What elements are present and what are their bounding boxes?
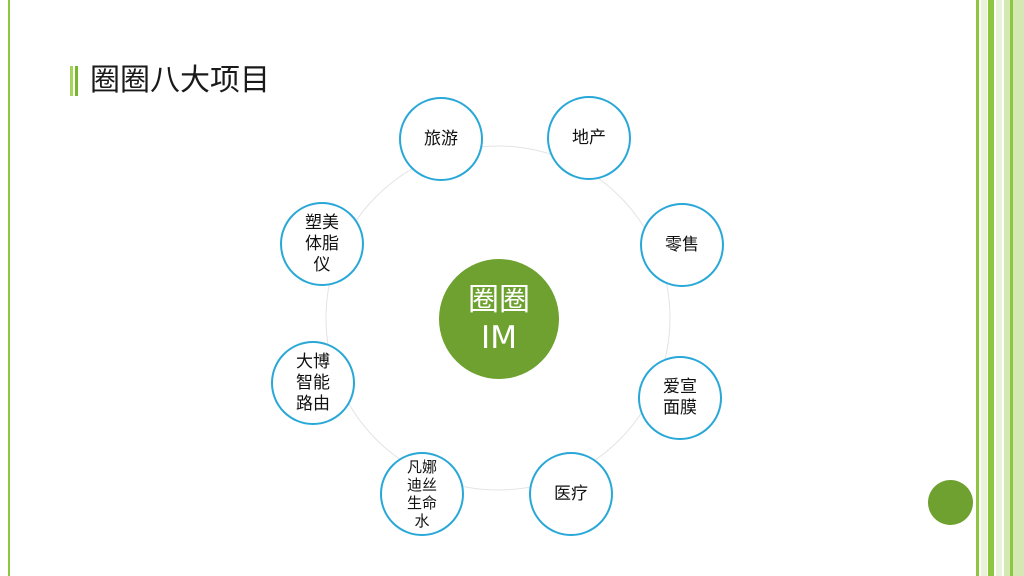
right-stripe bbox=[981, 0, 987, 576]
title-accent-bar bbox=[70, 66, 79, 96]
node-label: 大博智能路由 bbox=[296, 351, 330, 414]
right-stripe bbox=[988, 0, 994, 576]
node-dichan: 地产 bbox=[547, 96, 631, 180]
right-stripe bbox=[996, 0, 1002, 576]
node-label: 凡娜迪丝生命水 bbox=[406, 458, 437, 530]
node-lingshou: 零售 bbox=[640, 203, 724, 287]
node-lvyou: 旅游 bbox=[399, 97, 483, 181]
hub-subtitle: IM bbox=[481, 320, 517, 356]
right-stripe bbox=[976, 0, 979, 576]
left-frame-line bbox=[8, 0, 10, 576]
right-stripe bbox=[1010, 0, 1013, 576]
slide-title: 圈圈八大项目 bbox=[90, 63, 270, 98]
node-label: 零售 bbox=[665, 234, 699, 255]
node-label: 地产 bbox=[572, 127, 606, 148]
decorative-dot bbox=[928, 480, 973, 525]
node-aixuan: 爱宣面膜 bbox=[638, 356, 722, 440]
node-yiliao: 医疗 bbox=[529, 452, 613, 536]
node-label: 爱宣面膜 bbox=[663, 377, 697, 418]
node-suimei: 塑美体脂仪 bbox=[280, 202, 364, 286]
node-label: 塑美体脂仪 bbox=[305, 212, 339, 275]
node-label: 旅游 bbox=[424, 128, 458, 149]
node-fannasi: 凡娜迪丝生命水 bbox=[380, 452, 464, 536]
node-label: 医疗 bbox=[554, 483, 588, 504]
node-dabo: 大博智能路由 bbox=[271, 341, 355, 425]
hub-circle: 圈圈 IM bbox=[439, 259, 559, 379]
hub-title: 圈圈 bbox=[468, 282, 530, 318]
right-stripe bbox=[1004, 0, 1024, 576]
